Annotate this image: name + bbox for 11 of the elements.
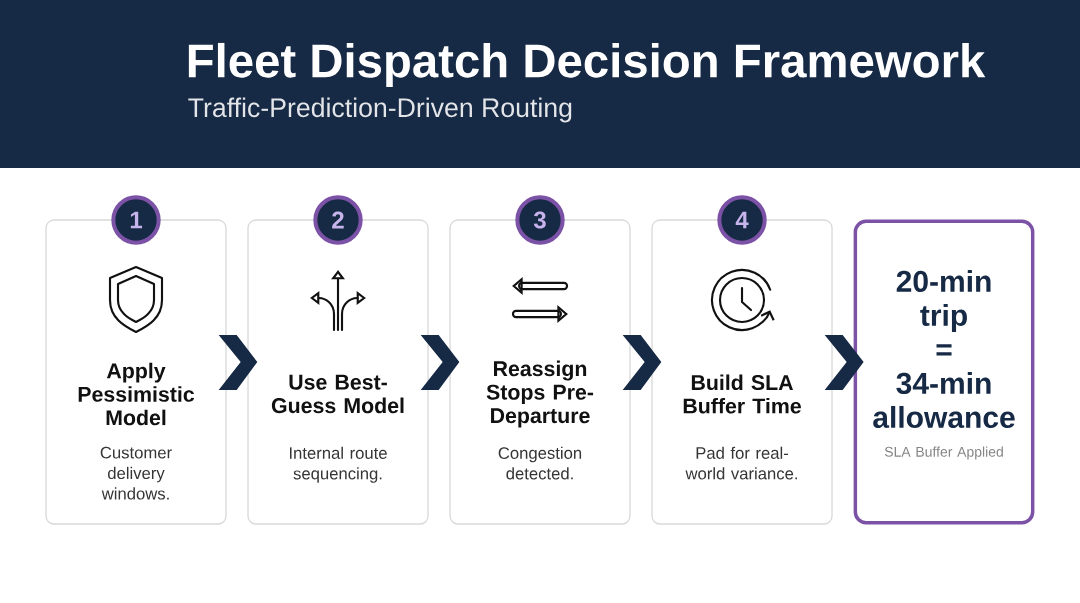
subtitle: Traffic-Prediction-Driven Routing [188, 97, 572, 123]
number-badge: 3 [515, 195, 565, 245]
number-badge: 2 [313, 195, 363, 245]
number-badge: 4 [717, 195, 767, 245]
result-card: 20-min trip = 34-min allowance SLA Buffer Applied [853, 219, 1035, 525]
chevron-arrow [420, 335, 460, 390]
chevron-arrow [622, 335, 662, 390]
number-badge: 1 [111, 195, 161, 245]
title: Fleet Dispatch Decision Framework [188, 42, 986, 88]
chevron-arrow [218, 335, 258, 390]
chevron-arrow [824, 335, 864, 390]
